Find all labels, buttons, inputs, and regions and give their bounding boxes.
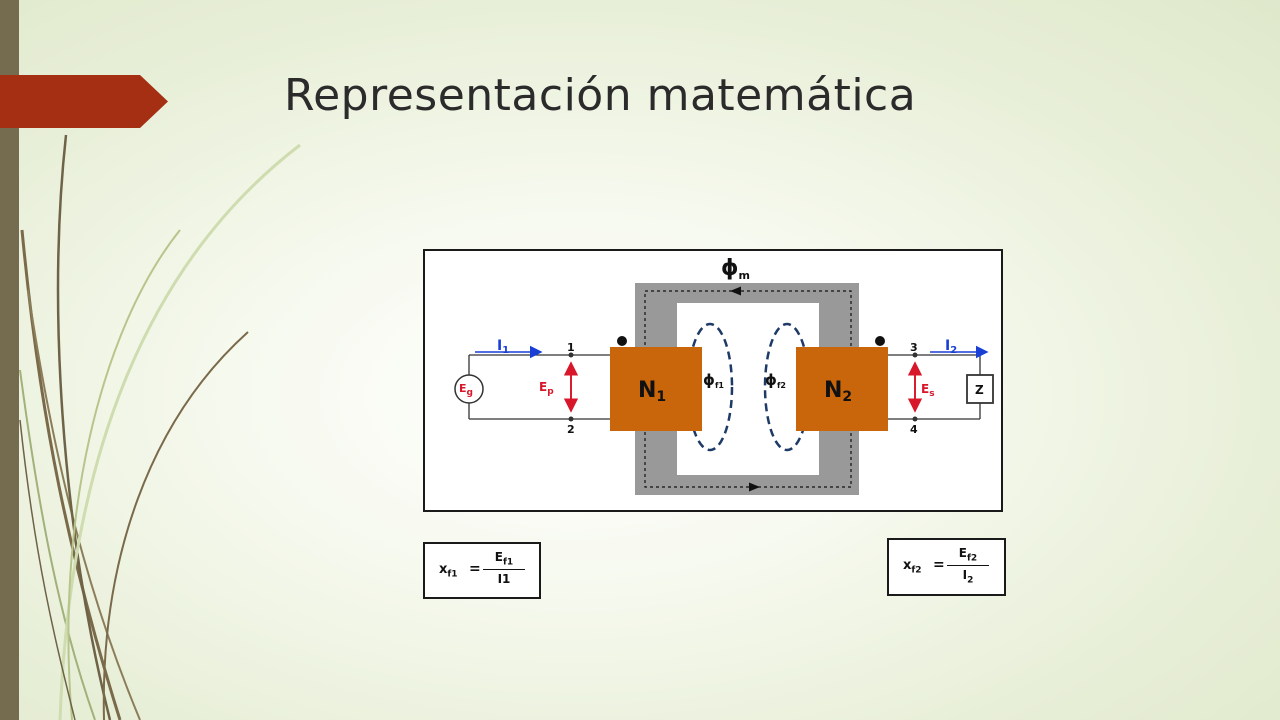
flux-main-label: ϕm: [721, 256, 750, 282]
formula-leakage-reactance-1: xf1 = Ef1 I1: [423, 542, 541, 599]
winding-secondary: [796, 347, 888, 431]
leakage-flux-label-1: ϕf1: [703, 371, 724, 390]
winding-label-1: N1: [638, 378, 666, 405]
secondary-voltage-label: Es: [921, 382, 935, 399]
transformer-diagram: ϕm I1 I2 Eg Ep Es N1 N2 ϕf1 ϕf2 Z 1 2 3 …: [423, 249, 1003, 512]
source-label: Eg: [459, 382, 473, 398]
terminal-label-1: 1: [567, 341, 575, 354]
source-symbol: [454, 374, 484, 404]
winding-primary: [610, 347, 702, 431]
load-impedance: [966, 374, 994, 404]
current-label-2: I2: [945, 338, 957, 356]
primary-circuit: [454, 352, 610, 422]
title-arrow-accent: [0, 75, 168, 128]
slide-title: Representación matemática: [284, 70, 917, 121]
formula-2-fraction: Ef2 I2: [947, 546, 989, 586]
polarity-dot-primary: [617, 336, 627, 346]
terminal-label-4: 4: [910, 423, 918, 436]
grass-decoration: [19, 134, 301, 720]
leakage-flux-label-2: ϕf2: [765, 371, 786, 390]
load-label: Z: [975, 383, 984, 397]
formula-2-lhs: xf2: [903, 558, 922, 576]
terminal-label-2: 2: [567, 423, 575, 436]
formula-2-equals: =: [933, 557, 945, 573]
secondary-circuit: [888, 352, 994, 422]
leakage-flux-loop-1: [686, 322, 734, 452]
winding-label-2: N2: [824, 378, 852, 405]
polarity-dot-secondary: [875, 336, 885, 346]
formula-1-equals: =: [469, 561, 481, 577]
primary-voltage-label: Ep: [539, 380, 554, 397]
formula-1-fraction: Ef1 I1: [483, 550, 525, 590]
formula-leakage-reactance-2: xf2 = Ef2 I2: [887, 538, 1006, 596]
terminal-label-3: 3: [910, 341, 918, 354]
current-label-1: I1: [497, 338, 509, 356]
left-accent-bar: [0, 0, 19, 720]
formula-1-lhs: xf1: [439, 562, 458, 580]
